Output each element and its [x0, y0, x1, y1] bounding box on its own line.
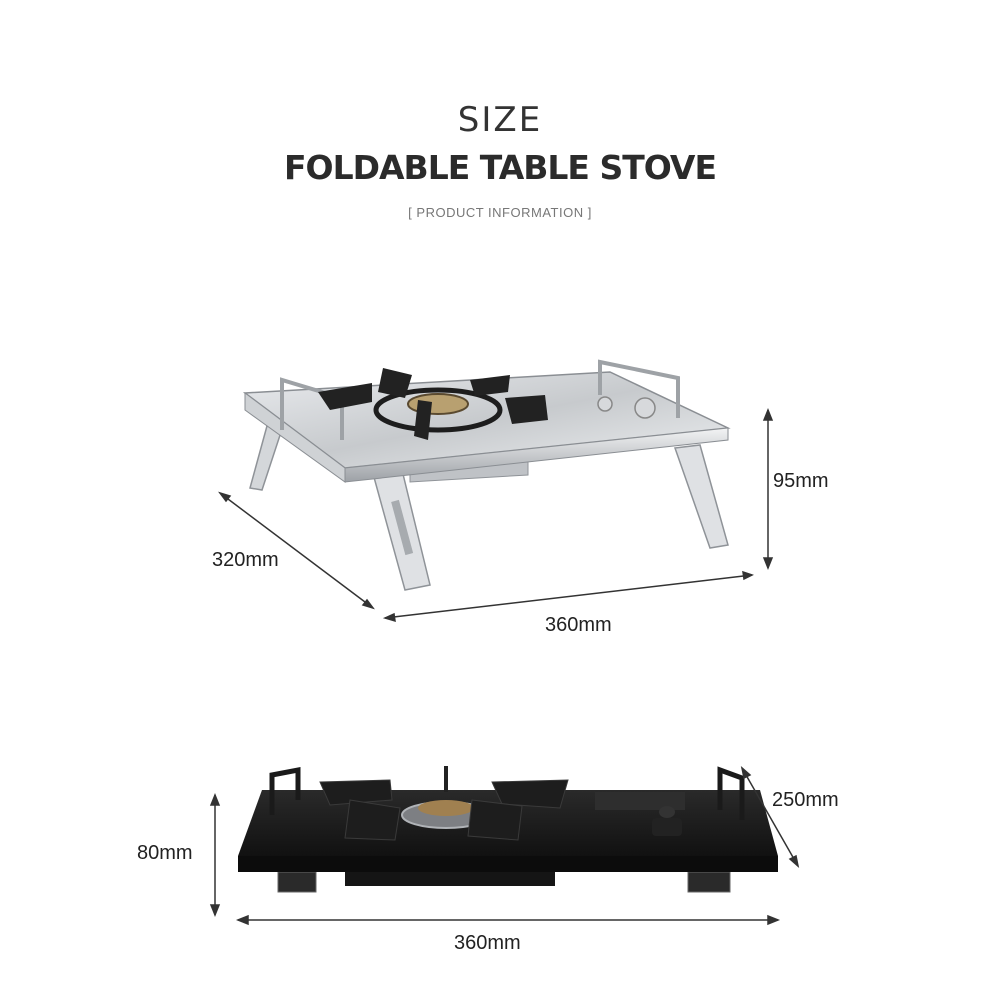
depth-label-top: 320mm	[212, 549, 279, 571]
dimension-lines-top	[218, 407, 774, 623]
width-label-top: 360mm	[545, 614, 612, 636]
product-name: FOLDABLE TABLE STOVE	[284, 148, 717, 187]
depth-label-bottom: 250mm	[772, 789, 839, 811]
black-stove-image	[238, 766, 778, 893]
stainless-stove-image	[242, 359, 731, 591]
dimension-lines-bottom	[209, 765, 800, 926]
height-label-bottom: 80mm	[137, 842, 193, 864]
width-label-bottom: 360mm	[454, 932, 521, 954]
product-info-tag: [ PRODUCT INFORMATION ]	[408, 205, 592, 220]
height-label-top: 95mm	[773, 470, 829, 492]
section-title: SIZE	[457, 100, 543, 140]
